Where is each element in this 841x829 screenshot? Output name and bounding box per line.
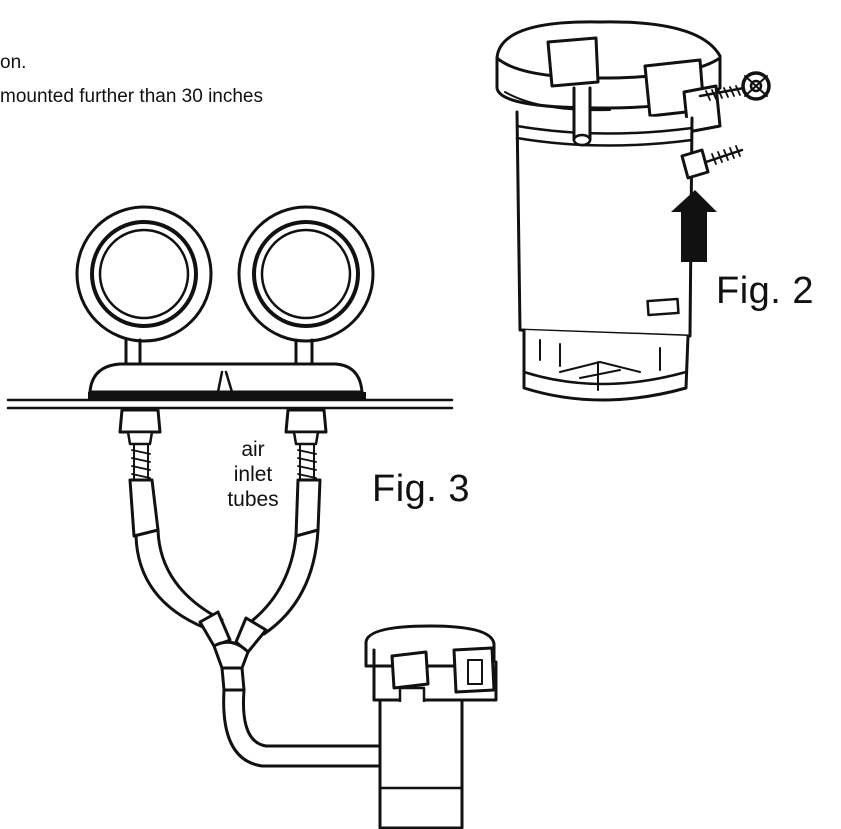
instruction-text-fragment-1: on. bbox=[0, 52, 27, 73]
callout-line-air: air bbox=[241, 438, 265, 461]
figure-2-label: Fig. 2 bbox=[716, 270, 815, 312]
instruction-text-fragment-2: mounted further than 30 inches bbox=[0, 86, 264, 107]
callout-line-inlet: inlet bbox=[233, 463, 273, 486]
figure-3-label: Fig. 3 bbox=[372, 468, 471, 510]
figure-2-compressor-drawing bbox=[495, 20, 771, 402]
callout-line-tubes: tubes bbox=[227, 488, 279, 511]
figure-3-horn-assembly-drawing bbox=[6, 205, 498, 829]
air-inlet-tubes-callout: air inlet tubes bbox=[218, 437, 288, 512]
